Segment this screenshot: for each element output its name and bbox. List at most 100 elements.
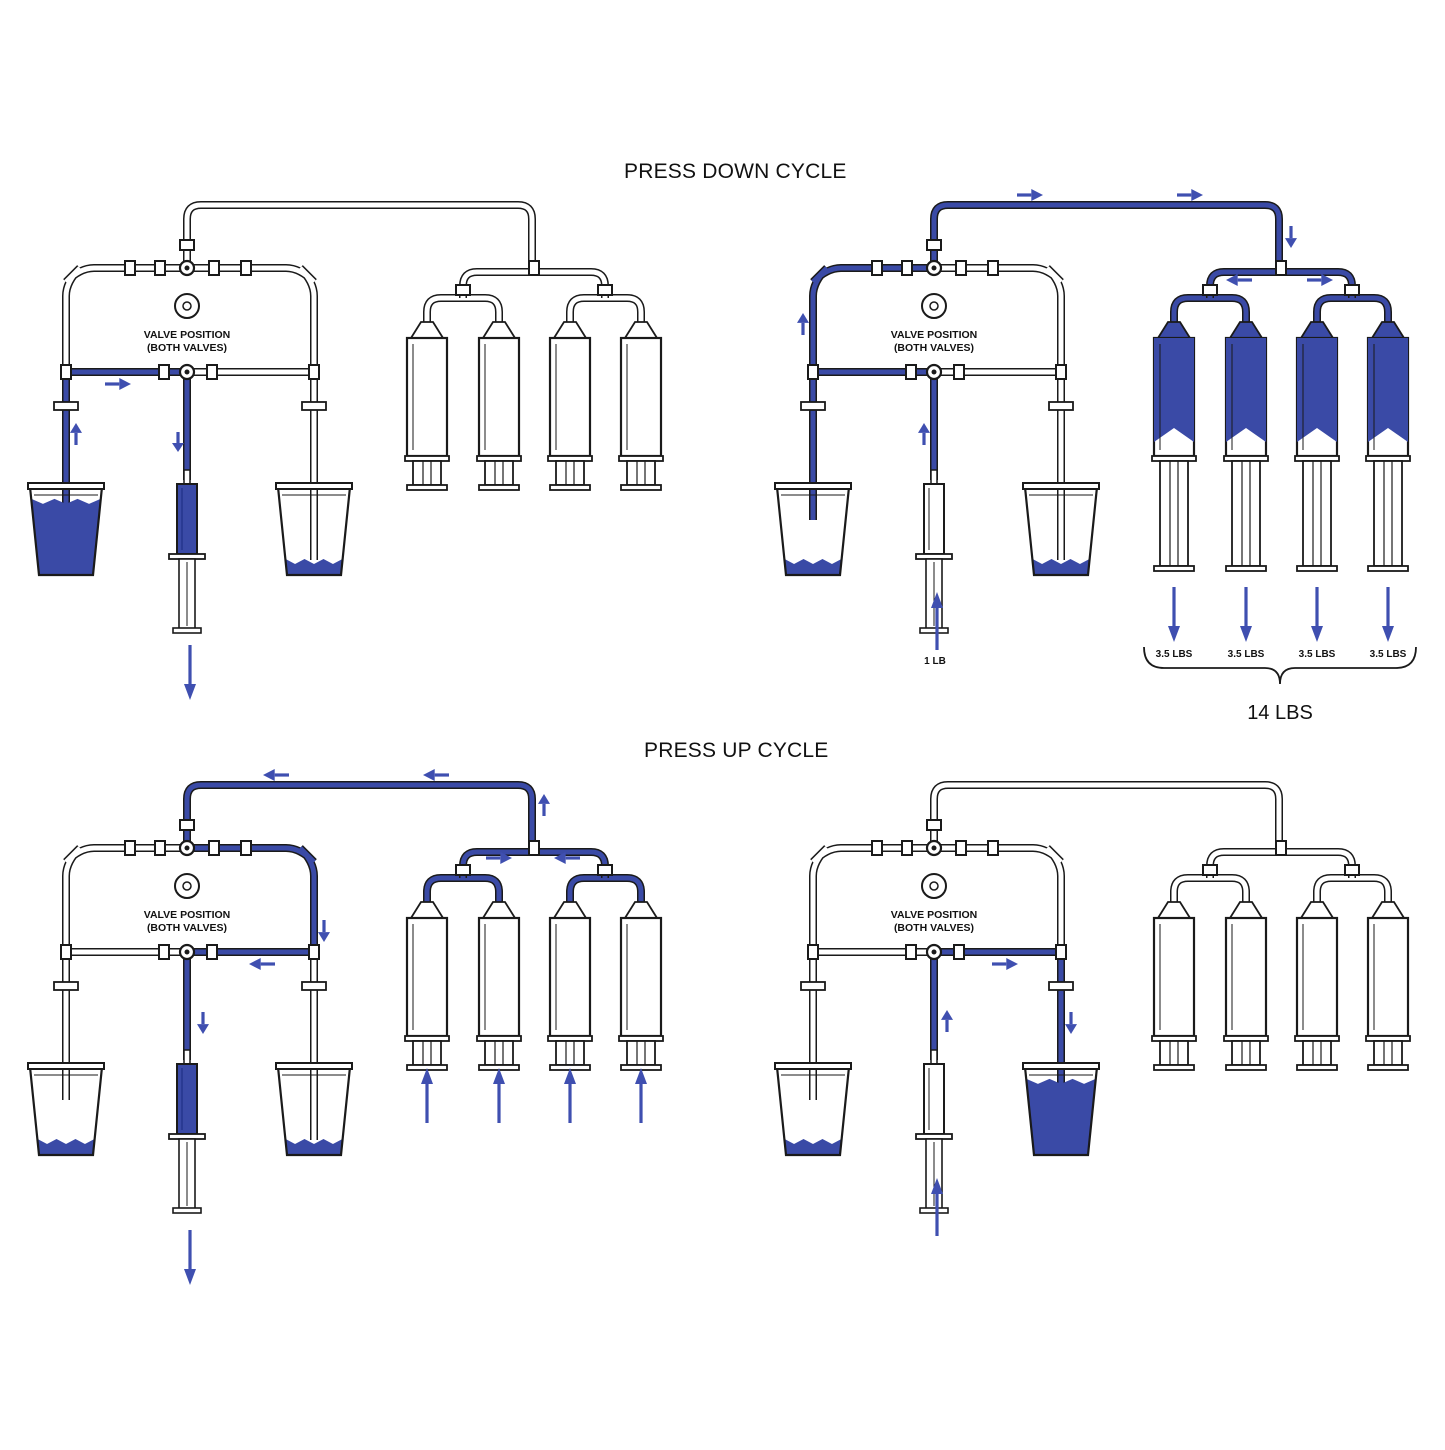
cup-right-rim: [1022, 482, 1100, 490]
top-bus-bore: [184, 202, 535, 268]
arrow-p2-load-1-head: [1168, 626, 1180, 642]
fitting-l2: [953, 944, 965, 960]
arrow-p1-flow-right-head: [119, 378, 131, 390]
top-bus-outline: [183, 201, 536, 268]
arrow-p2-pump-up-head: [918, 423, 930, 433]
actuator-bank-tee-b: [1344, 864, 1360, 876]
actuator-bank-syringe-4-plunger: [1373, 460, 1403, 567]
arrow-p2-pump-up: [918, 423, 930, 445]
fitting-l1: [905, 944, 917, 960]
fitting-u1: [124, 260, 136, 276]
upper-right-bore: [934, 845, 1064, 950]
actuator-bank-arch-a-outline: [423, 874, 503, 902]
actuator-bank-syringe-2-barrel: [477, 916, 521, 1038]
actuator-bank-syringe-3-tip: [552, 321, 588, 339]
cup-right: [275, 482, 353, 577]
valve-position-label: VALVE POSITION(BOTH VALVES): [891, 293, 977, 354]
cup-left-liquid: [784, 1138, 842, 1154]
actuator-bank-syringe-2-tip: [1228, 321, 1264, 339]
fitting-u3: [208, 840, 220, 856]
fitting-l3: [807, 364, 819, 380]
upper-valve-stem: [931, 265, 937, 271]
actuator-bank-tee-c: [1275, 260, 1287, 276]
actuator-bank-syringe-3-thumb: [1296, 565, 1338, 572]
actuator-bank-arch-b-outline: [566, 874, 645, 902]
actuator-bank-syringe-1: [1151, 901, 1197, 1071]
pump-syringe: [168, 1049, 206, 1214]
actuator-bank-syringe-4-thumb: [1367, 1064, 1409, 1071]
valve-position-label: VALVE POSITION(BOTH VALVES): [144, 293, 230, 354]
valve-position-label-knob-center: [182, 301, 192, 311]
cup-right-outline: [1023, 1066, 1099, 1157]
actuator-bank-syringe-1-plunger: [1159, 460, 1189, 567]
actuator-bank-arch-a-outline: [1170, 294, 1250, 322]
arrow-p2-load-2: [1240, 587, 1252, 642]
arrow-p2-load-1: [1168, 587, 1180, 642]
actuator-bank-syringe-4: [1365, 901, 1411, 1071]
arrow-p4-pump-up: [941, 1010, 953, 1032]
arrow-p3-bus-up: [538, 794, 550, 816]
arrow-p3-lift-3-head: [564, 1068, 576, 1084]
actuator-bank-syringe-2-barrel: [1224, 916, 1268, 1038]
cup-left-outline: [28, 1066, 104, 1157]
upper-left-outline: [809, 264, 934, 370]
actuator-bank-syringe-1: [404, 901, 450, 1071]
valve-position-label: VALVE POSITION(BOTH VALVES): [891, 873, 978, 934]
cup-right: [275, 1062, 353, 1157]
valve-position-label-line1: VALVE POSITION: [144, 909, 231, 921]
check-valve-left: [53, 981, 79, 991]
valve-position-label-line1: VALVE POSITION: [891, 909, 978, 921]
actuator-bank-syringe-2: [1223, 901, 1269, 1071]
fitting-l3: [60, 944, 72, 960]
actuator-bank-arch-b-outline: [566, 294, 645, 322]
input-force-label: 1 LB: [924, 656, 946, 667]
arrow-p1-pump-down-head: [172, 443, 184, 452]
fitting-u4: [987, 260, 999, 276]
actuator-bank-syringe-1-tip: [1156, 321, 1192, 339]
actuator-bank-syringe-3: [547, 901, 593, 1071]
valve-position-label: VALVE POSITION(BOTH VALVES): [144, 873, 231, 934]
actuator-bank-syringe-2-thumb: [478, 484, 520, 491]
cup-right-liquid: [1026, 1078, 1096, 1154]
fitting-u3: [955, 260, 967, 276]
cup-left: [27, 1062, 105, 1157]
fitting-l4: [1055, 944, 1067, 960]
arrow-p3-lift-1-head: [421, 1068, 433, 1084]
valve-position-label-line2: (BOTH VALVES): [894, 922, 974, 934]
actuator-bank-syringe-2-tip: [481, 901, 517, 919]
actuator-bank-tee-a: [455, 284, 471, 296]
arrow-p3-bus-left-1-head: [263, 769, 275, 781]
top-bus-bore: [931, 782, 1282, 848]
arrow-p3-press-down: [184, 1230, 196, 1285]
arrow-p3-pump-down-head: [197, 1024, 209, 1034]
arrow-p4-lower-right-head: [1006, 958, 1018, 970]
actuator-bank-syringe-4-tip: [623, 321, 659, 339]
upper-right-outline: [187, 844, 318, 950]
arrow-p3-bus-left-2-head: [423, 769, 435, 781]
cup-right: [1022, 1062, 1100, 1157]
actuator-bank-syringe-2-plunger: [1231, 1040, 1261, 1066]
cup-left-outline: [775, 486, 851, 577]
actuator-bank-tee-c: [528, 260, 540, 276]
cup-left-rim: [27, 1062, 105, 1070]
arrow-p3-bus-left-1: [263, 769, 289, 781]
upper-valve-stem: [184, 845, 190, 851]
actuator-bank-syringe-3: [547, 321, 593, 491]
lower-valve-stem: [931, 949, 937, 955]
actuator-bank-syringe-2-tip: [481, 321, 517, 339]
actuator-bank-tee-c: [528, 840, 540, 856]
arrow-p3-right-down-head: [318, 932, 330, 942]
arrow-p2-bus-right-2-head: [1191, 189, 1203, 201]
upper-right-bore: [934, 265, 1064, 370]
arrow-p2-load-2-head: [1240, 626, 1252, 642]
valve-position-label-line2: (BOTH VALVES): [147, 342, 227, 354]
arrow-p4-cup-down: [1065, 1012, 1077, 1034]
actuator-bank-syringe-2-tip: [1228, 901, 1264, 919]
check-valve-left: [53, 401, 79, 411]
check-valve-right: [301, 401, 327, 411]
actuator-bank-syringe-3-tip: [1299, 901, 1335, 919]
valve-position-label-knob-center: [929, 301, 939, 311]
panel-up-right: VALVE POSITION(BOTH VALVES): [774, 781, 1411, 1236]
actuator-bank-syringe-3-plunger: [1302, 1040, 1332, 1066]
lower-valve-stem: [184, 369, 190, 375]
